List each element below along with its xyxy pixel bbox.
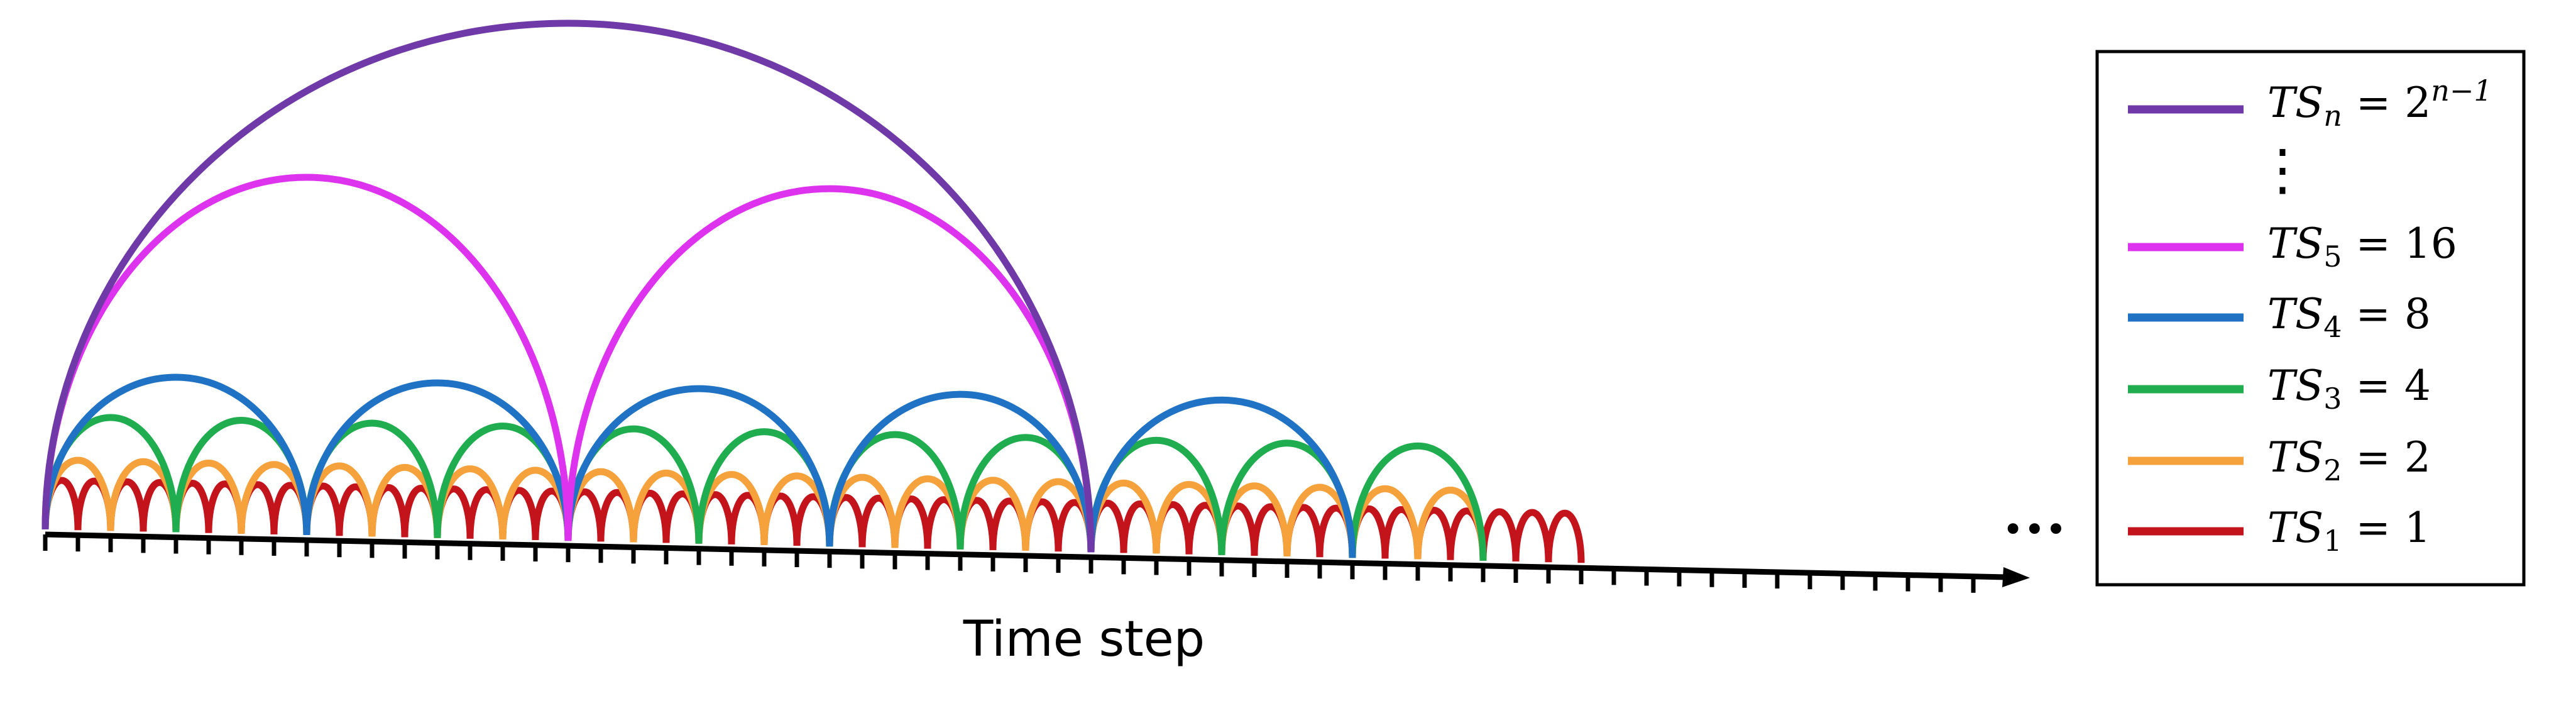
legend-label-ts-3: TS3=4 (2267, 362, 2431, 416)
arc-ts-4 (41, 373, 310, 536)
arc-ts-n (41, 19, 1095, 553)
legend-entry-ts-4: TS4=8 (2128, 290, 2431, 344)
time-axis (43, 531, 2030, 593)
time-axis-ticks (43, 534, 1976, 593)
legend-entry-ts-3: TS3=4 (2128, 362, 2431, 416)
arc-ts-3 (1349, 442, 1487, 561)
legend-entry-ts-5: TS5=16 (2128, 219, 2457, 274)
arc-layers (41, 19, 1585, 563)
legend-entry-ts-2: TS2=2 (2128, 433, 2431, 487)
continuation-ellipsis: ••• (2002, 508, 2067, 551)
legend-label-ts-4: TS4=8 (2267, 290, 2431, 344)
time-axis-arrowhead (2002, 567, 2030, 587)
legend-entry-ts-1: TS1=1 (2128, 504, 2431, 558)
axis-label: Time step (963, 611, 1205, 668)
arc-ts-4 (1087, 396, 1356, 558)
arc-ts-4 (303, 379, 572, 541)
arc-ts-1 (1545, 509, 1585, 563)
arc-layer-ts-4 (41, 373, 1356, 558)
arc-ts-4 (826, 390, 1095, 553)
legend-label-ts-5: TS5=16 (2267, 219, 2457, 274)
arc-ts-4 (564, 385, 833, 547)
legend-label-ts-1: TS1=1 (2267, 504, 2431, 558)
arc-ts-1 (1512, 509, 1552, 563)
arc-layer-ts-n (41, 19, 1095, 553)
legend: TSn=2n−1 ⋮ TS5=16 TS4=8 TS3=4 TS2=2 TS1=… (2095, 50, 2526, 587)
legend-label-ts-2: TS2=2 (2267, 433, 2431, 487)
legend-vdots: ⋮ (2255, 137, 2310, 202)
legend-label-ts-n: TSn=2n−1 (2267, 74, 2492, 133)
legend-entry-ts-n: TSn=2n−1 (2128, 74, 2492, 133)
arc-ts-1 (1479, 508, 1520, 561)
